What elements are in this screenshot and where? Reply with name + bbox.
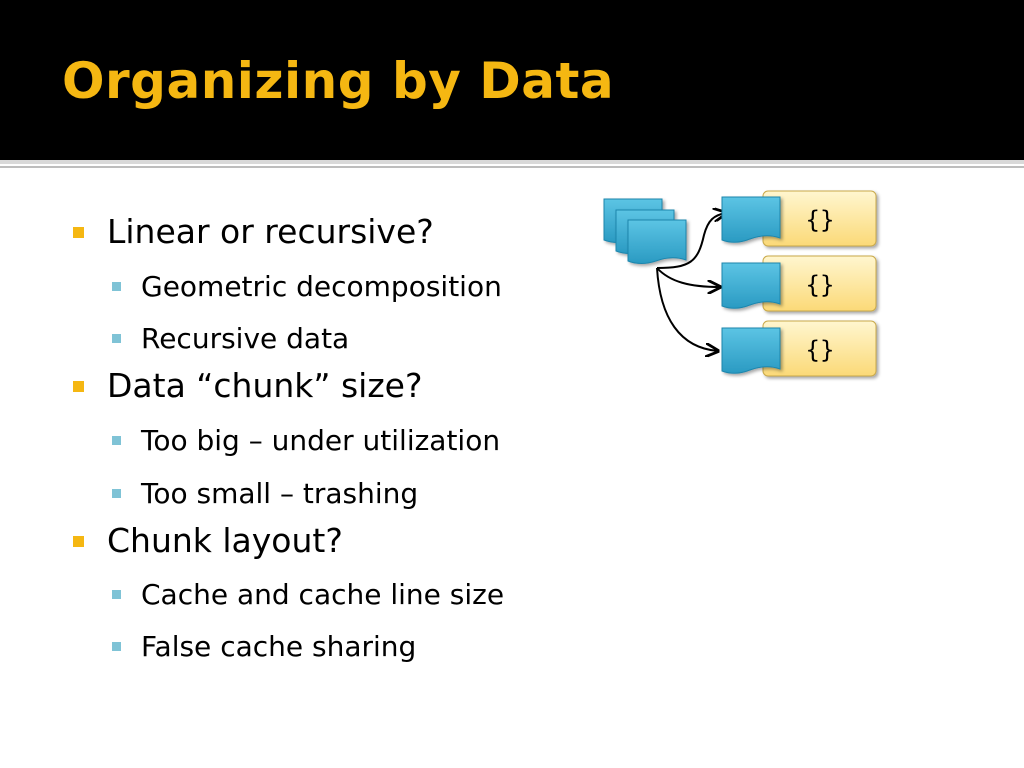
sub-bullet-text: Geometric decomposition xyxy=(141,270,502,303)
sub-bullet-marker xyxy=(112,642,121,651)
sub-bullet-marker xyxy=(112,590,121,599)
code-braces: {} xyxy=(806,336,835,364)
document-icon xyxy=(627,219,687,264)
sub-bullet-too-big: Too big – under utilization xyxy=(112,424,501,458)
bullet-linear-or-recursive: Linear or recursive? xyxy=(73,212,434,252)
code-braces: {} xyxy=(806,206,835,234)
slide-title: Organizing by Data xyxy=(62,52,615,110)
title-divider xyxy=(0,160,1024,164)
distribution-arrows xyxy=(656,213,726,351)
source-document-stack xyxy=(603,198,687,264)
arrow-to-chunk-3 xyxy=(656,267,718,351)
bullet-marker xyxy=(73,536,84,547)
sub-bullet-marker xyxy=(112,436,121,445)
sub-bullet-recursive-data: Recursive data xyxy=(112,322,350,356)
bullet-chunk-layout: Chunk layout? xyxy=(73,521,343,561)
chunk-document-icon-3 xyxy=(721,327,781,374)
sub-bullet-text: Too small – trashing xyxy=(141,477,419,510)
bullet-text: Data “chunk” size? xyxy=(107,366,423,405)
bullet-chunk-size: Data “chunk” size? xyxy=(73,366,423,406)
bullet-text: Linear or recursive? xyxy=(107,212,434,251)
chunk-document-icon-1 xyxy=(721,196,781,243)
sub-bullet-text: Too big – under utilization xyxy=(141,424,501,457)
sub-bullet-marker xyxy=(112,489,121,498)
sub-bullet-text: False cache sharing xyxy=(141,630,417,663)
arrow-to-chunk-2 xyxy=(656,267,720,287)
bullet-marker xyxy=(73,381,84,392)
title-bar: Organizing by Data xyxy=(0,0,1024,160)
code-box-2: {} xyxy=(762,255,877,312)
sub-bullet-too-small: Too small – trashing xyxy=(112,477,419,511)
arrow-to-chunk-1 xyxy=(656,213,726,269)
sub-bullet-marker xyxy=(112,334,121,343)
code-box-1: {} xyxy=(762,190,877,247)
sub-bullet-cache-line-size: Cache and cache line size xyxy=(112,578,505,612)
bullet-text: Chunk layout? xyxy=(107,521,343,560)
data-decomposition-diagram: {} {} {} xyxy=(603,190,877,377)
sub-bullet-text: Cache and cache line size xyxy=(141,578,505,611)
title-divider-thin xyxy=(0,166,1024,168)
sub-bullet-marker xyxy=(112,282,121,291)
code-box-3: {} xyxy=(762,320,877,377)
sub-bullet-false-sharing: False cache sharing xyxy=(112,630,417,664)
sub-bullet-geometric-decomposition: Geometric decomposition xyxy=(112,270,502,304)
code-braces: {} xyxy=(806,271,835,299)
chunk-document-icon-2 xyxy=(721,262,781,309)
bullet-marker xyxy=(73,227,84,238)
sub-bullet-text: Recursive data xyxy=(141,322,350,355)
